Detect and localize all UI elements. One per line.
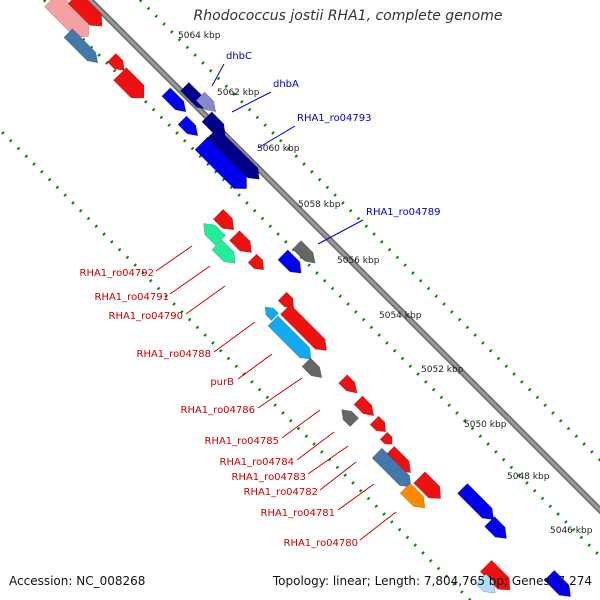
gene-label[interactable]: RHA1_ro04792 — [80, 268, 155, 279]
gene-red-7[interactable] — [277, 291, 295, 309]
backbone-highlight — [87, 0, 600, 513]
leader-line — [237, 353, 273, 380]
gene-label[interactable]: dhbA — [273, 79, 299, 90]
gene-red-9[interactable] — [353, 395, 375, 417]
gene-grey-ro04786[interactable] — [301, 357, 323, 379]
gene-red-purb[interactable] — [280, 304, 327, 351]
scale-label: 5060 kbp — [257, 144, 300, 154]
scale-label: 5054 kbp — [379, 311, 422, 321]
gene-orange-ro04781[interactable] — [399, 482, 426, 509]
gene-red-8[interactable] — [338, 374, 358, 394]
scale-label: 5048 kbp — [507, 472, 550, 482]
gene-blue-2[interactable] — [177, 115, 199, 137]
gene-grey-1[interactable] — [292, 240, 316, 264]
gene-green-ro04792[interactable] — [203, 223, 226, 246]
gene-steel-ro04782[interactable] — [371, 447, 412, 488]
leader-line — [231, 91, 272, 113]
gene-grey-ro04785[interactable] — [341, 409, 360, 428]
leader-line — [257, 377, 303, 409]
gene-label[interactable]: RHA1_ro04793 — [297, 113, 372, 124]
gene-label[interactable]: RHA1_ro04780 — [284, 538, 359, 549]
leader-line — [169, 265, 211, 295]
gene-red-2[interactable] — [106, 52, 125, 71]
genome-backbone — [85, 0, 600, 515]
map-title: Rhodococcus jostii RHA1, complete genome — [193, 8, 503, 24]
label-leader-lines — [155, 63, 397, 541]
gene-label[interactable]: RHA1_ro04788 — [137, 349, 212, 360]
leader-line — [185, 285, 226, 315]
gene-label[interactable]: RHA1_ro04781 — [261, 508, 336, 519]
gene-red-3[interactable] — [113, 67, 145, 99]
gene-steel-1[interactable] — [63, 28, 99, 64]
right-dot-line — [138, 0, 600, 463]
leader-line — [211, 63, 225, 87]
gene-navy-3[interactable] — [207, 127, 260, 180]
gene-label[interactable]: RHA1_ro04791 — [95, 292, 170, 303]
gene-cyan-1[interactable] — [264, 306, 279, 321]
scale-label: 5064 kbp — [178, 31, 221, 41]
gene-red-6[interactable] — [247, 253, 265, 271]
gene-red-5[interactable] — [229, 230, 252, 253]
leader-line — [281, 409, 321, 439]
gene-cyan-ro04788[interactable] — [267, 315, 312, 360]
leader-line — [319, 461, 357, 491]
gene-red-11[interactable] — [379, 431, 393, 445]
gene-navy-2[interactable] — [201, 111, 226, 136]
gene-label[interactable]: purB — [210, 377, 234, 388]
leader-line — [213, 321, 256, 353]
leader-line — [317, 219, 364, 245]
leader-line — [155, 245, 193, 272]
scale-label: 5046 kbp — [550, 526, 593, 536]
gene-label[interactable]: RHA1_ro04790 — [109, 311, 184, 322]
gene-blue-ro04793[interactable] — [194, 136, 247, 189]
gene-label[interactable]: RHA1_ro04782 — [244, 487, 319, 498]
gene-lightblue-bottom[interactable] — [475, 573, 496, 594]
gene-label[interactable]: dhbC — [226, 51, 252, 62]
scale-label: 5056 kbp — [337, 256, 380, 266]
gene-red-4[interactable] — [212, 208, 235, 231]
gene-green-ro04791[interactable] — [211, 239, 236, 264]
gene-label[interactable]: RHA1_ro04785 — [205, 436, 280, 447]
gene-label[interactable]: RHA1_ro04786 — [181, 405, 256, 416]
gene-blue-ro04789[interactable] — [277, 249, 302, 274]
gene-label[interactable]: RHA1_ro04783 — [232, 472, 307, 483]
gene-red-bottom[interactable] — [479, 559, 511, 591]
scale-label: 5052 kbp — [421, 365, 464, 375]
accession-text: Accession: NC_008268 — [9, 574, 146, 588]
leader-line — [359, 511, 397, 541]
scale-label: 5050 kbp — [464, 420, 507, 430]
gene-red-top-1[interactable] — [67, 0, 103, 27]
gene-blue-2-5048[interactable] — [484, 516, 507, 539]
text-labels: 5064 kbp 5062 kbp 5060 kbp 5058 kbp 5056 kbp… — [80, 31, 593, 549]
scale-label: 5058 kbp — [298, 200, 341, 210]
gene-red-13[interactable] — [413, 471, 441, 499]
leader-line — [257, 125, 296, 149]
gene-features — [44, 0, 571, 597]
gene-blue-bottom[interactable] — [543, 569, 571, 597]
leader-line — [337, 483, 375, 511]
genome-stats-text: Topology: linear; Length: 7,804,765 bp; … — [272, 574, 592, 588]
gene-label[interactable]: RHA1_ro04789 — [366, 207, 441, 218]
leader-line — [307, 445, 349, 475]
gene-red-10[interactable] — [369, 415, 387, 433]
gene-blue-5048[interactable] — [457, 483, 494, 520]
gene-label[interactable]: RHA1_ro04784 — [220, 457, 295, 468]
leader-line — [296, 431, 335, 461]
scale-label: 5062 kbp — [217, 88, 260, 98]
gene-navy-light[interactable] — [195, 91, 217, 113]
gene-blue-dhba[interactable] — [161, 87, 187, 113]
